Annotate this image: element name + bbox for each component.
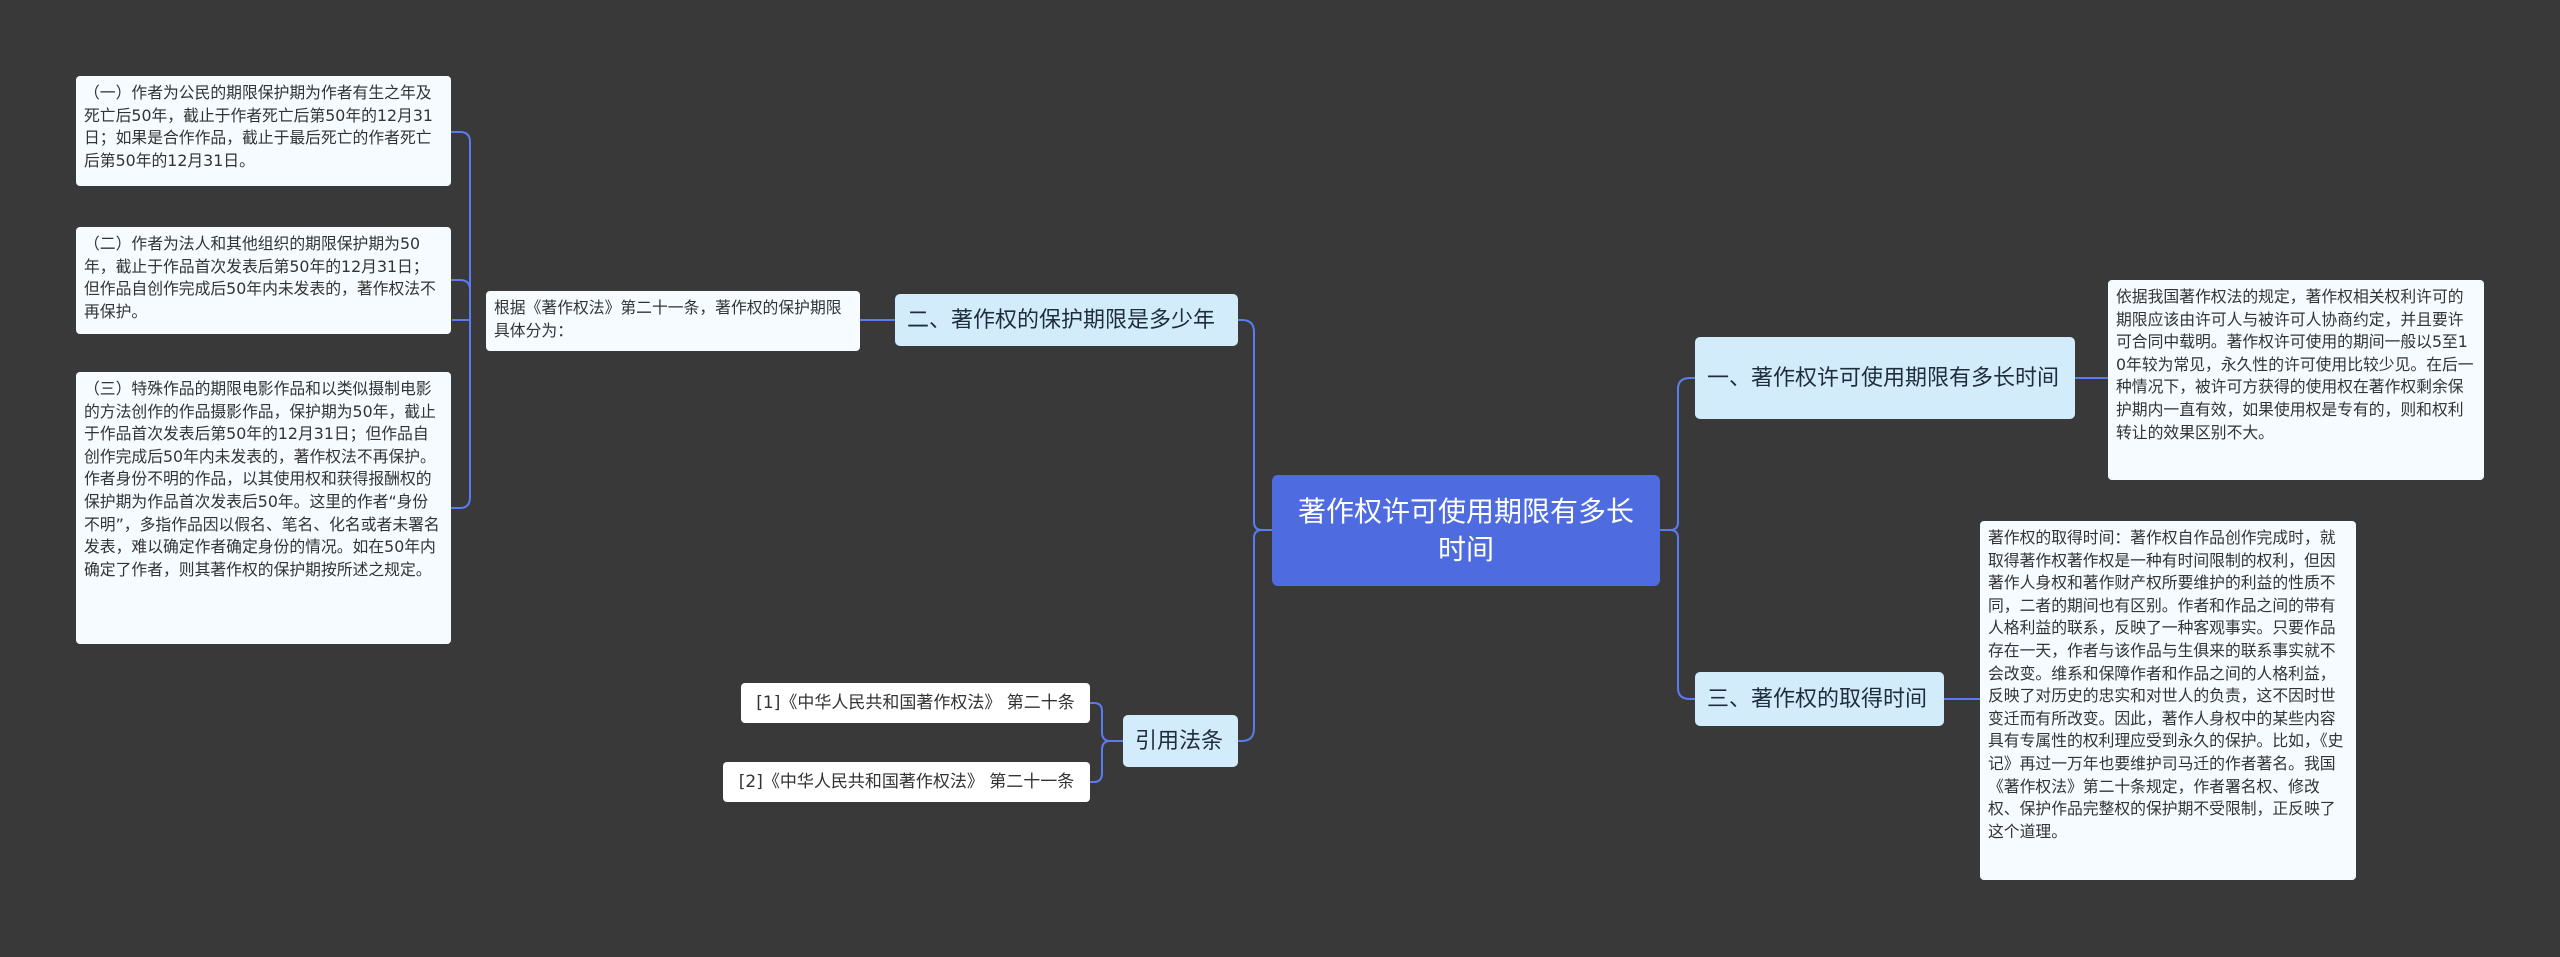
- protection-period-item-3-text: （三）特殊作品的期限电影作品和以类似摄制电影的方法创作的作品摄影作品，保护期为5…: [84, 379, 440, 579]
- connector-b4-ref1: [1090, 702, 1123, 742]
- connector-root-b1: [1660, 377, 1695, 531]
- branch-license-period-label: 一、著作权许可使用期限有多长时间: [1707, 365, 2060, 391]
- connector-root-b4: [1238, 529, 1272, 742]
- connector-root-b2: [1238, 319, 1272, 531]
- connector-intro-item2: [451, 279, 471, 321]
- connector-root-b3: [1660, 529, 1695, 700]
- acquisition-time-detail[interactable]: 著作权的取得时间：著作权自作品创作完成时，就取得著作权著作权是一种有时间限制的权…: [1980, 521, 2356, 880]
- connector-intro-item1: [451, 131, 471, 321]
- cited-law-ref-2[interactable]: [2]《中华人民共和国著作权法》 第二十一条: [723, 762, 1090, 802]
- branch-cited-laws[interactable]: 引用法条: [1123, 715, 1238, 767]
- branch-license-period[interactable]: 一、著作权许可使用期限有多长时间: [1695, 337, 2075, 419]
- protection-period-item-3[interactable]: （三）特殊作品的期限电影作品和以类似摄制电影的方法创作的作品摄影作品，保护期为5…: [76, 372, 451, 644]
- branch-protection-period[interactable]: 二、著作权的保护期限是多少年: [895, 294, 1238, 346]
- protection-period-intro[interactable]: 根据《著作权法》第二十一条，著作权的保护期限具体分为：: [486, 291, 860, 351]
- cited-law-ref-1-text: [1]《中华人民共和国著作权法》 第二十条: [756, 693, 1075, 713]
- protection-period-item-2-text: （二）作者为法人和其他组织的期限保护期为50年，截止于作品首次发表后第50年的1…: [84, 234, 436, 321]
- license-period-detail-text: 依据我国著作权法的规定，著作权相关权利许可的期限应该由许可人与被许可人协商约定，…: [2116, 287, 2474, 442]
- branch-cited-laws-label: 引用法条: [1135, 728, 1224, 754]
- root-topic-label: 著作权许可使用期限有多长时间: [1297, 494, 1634, 566]
- license-period-detail[interactable]: 依据我国著作权法的规定，著作权相关权利许可的期限应该由许可人与被许可人协商约定，…: [2108, 280, 2484, 480]
- branch-acquisition-time[interactable]: 三、著作权的取得时间: [1695, 672, 1944, 726]
- cited-law-ref-1[interactable]: [1]《中华人民共和国著作权法》 第二十条: [741, 683, 1090, 723]
- protection-period-intro-text: 根据《著作权法》第二十一条，著作权的保护期限具体分为：: [494, 298, 842, 340]
- protection-period-item-2[interactable]: （二）作者为法人和其他组织的期限保护期为50年，截止于作品首次发表后第50年的1…: [76, 227, 451, 334]
- root-topic[interactable]: 著作权许可使用期限有多长时间: [1272, 475, 1660, 586]
- cited-law-ref-2-text: [2]《中华人民共和国著作权法》 第二十一条: [738, 772, 1075, 792]
- connector-intro-item3: [451, 319, 471, 509]
- branch-protection-period-label: 二、著作权的保护期限是多少年: [907, 307, 1216, 333]
- connector-b4-ref2: [1090, 740, 1123, 783]
- acquisition-time-detail-text: 著作权的取得时间：著作权自作品创作完成时，就取得著作权著作权是一种有时间限制的权…: [1988, 528, 2344, 841]
- protection-period-item-1-text: （一）作者为公民的期限保护期为作者有生之年及死亡后50年，截止于作者死亡后第50…: [84, 83, 433, 170]
- branch-acquisition-time-label: 三、著作权的取得时间: [1707, 686, 1928, 712]
- protection-period-item-1[interactable]: （一）作者为公民的期限保护期为作者有生之年及死亡后50年，截止于作者死亡后第50…: [76, 76, 451, 186]
